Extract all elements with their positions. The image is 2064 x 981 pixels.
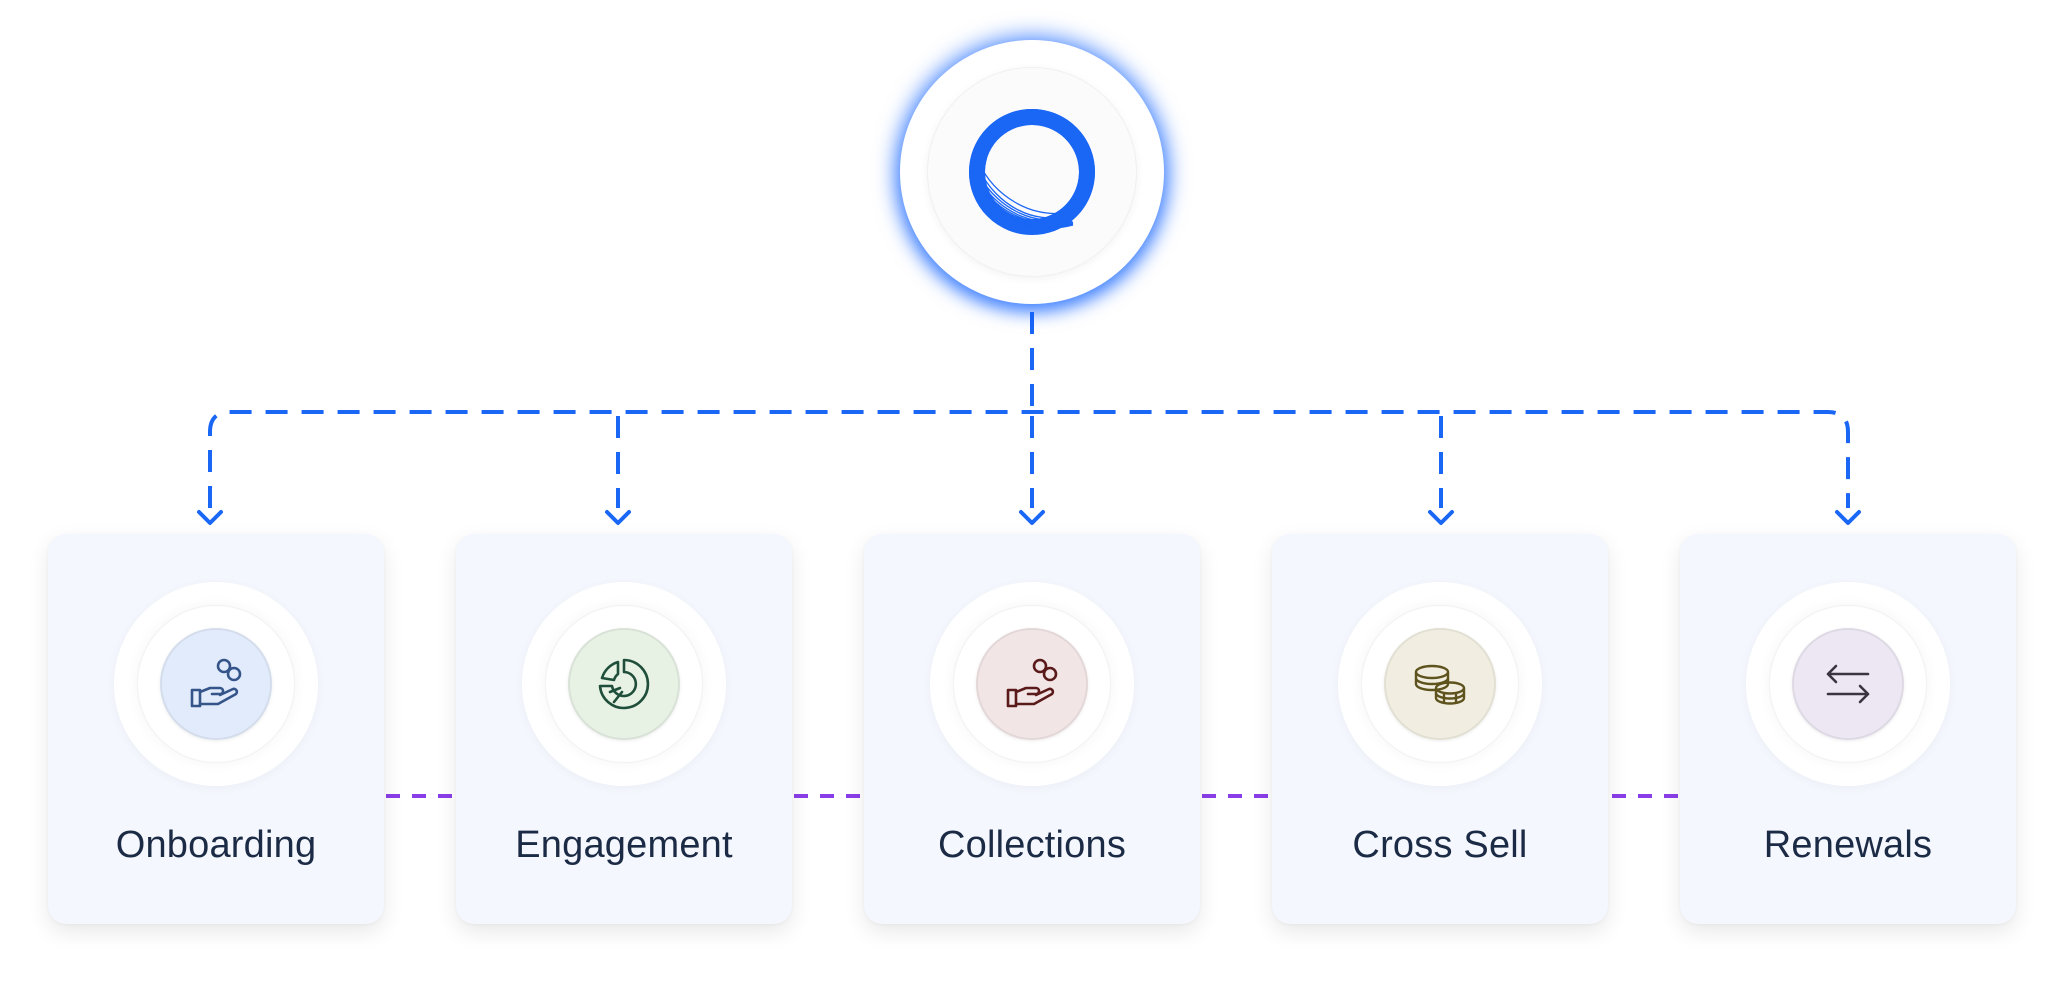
icon-disc — [160, 628, 272, 740]
card-onboarding[interactable]: Onboarding — [48, 534, 384, 924]
bus-connector — [208, 410, 1850, 508]
icon-ring — [522, 582, 726, 786]
arrowhead-cross-sell — [1428, 510, 1454, 525]
card-label: Cross Sell — [1352, 824, 1528, 866]
icon-ring — [114, 582, 318, 786]
arrowhead-renewals — [1835, 510, 1861, 525]
icon-ring — [930, 582, 1134, 786]
hub-inner-ring — [928, 68, 1136, 276]
card-collections[interactable]: Collections — [864, 534, 1200, 924]
hand-coins-icon — [190, 658, 242, 708]
arrowhead-onboarding — [197, 510, 223, 525]
brand-swirl-logo-icon — [969, 109, 1095, 235]
card-label: Collections — [937, 824, 1127, 866]
card-label: Renewals — [1763, 824, 1933, 866]
hand-coins-icon — [1006, 658, 1058, 708]
hub-node — [900, 40, 1164, 304]
icon-ring — [1746, 582, 1950, 786]
icon-disc — [976, 628, 1088, 740]
icon-ring — [1338, 582, 1542, 786]
icon-disc — [568, 628, 680, 740]
pie-chart-icon — [598, 658, 650, 710]
arrowhead-engagement — [605, 510, 631, 525]
coin-stack-icon — [1414, 664, 1466, 705]
icon-disc — [1792, 628, 1904, 740]
card-label: Onboarding — [115, 824, 317, 866]
card-cross-sell[interactable]: Cross Sell — [1272, 534, 1608, 924]
icon-disc — [1384, 628, 1496, 740]
arrowhead-collections — [1019, 510, 1045, 525]
card-engagement[interactable]: Engagement — [456, 534, 792, 924]
card-renewals[interactable]: Renewals — [1680, 534, 2016, 924]
card-label: Engagement — [515, 824, 733, 866]
swap-arrows-icon — [1826, 664, 1870, 704]
